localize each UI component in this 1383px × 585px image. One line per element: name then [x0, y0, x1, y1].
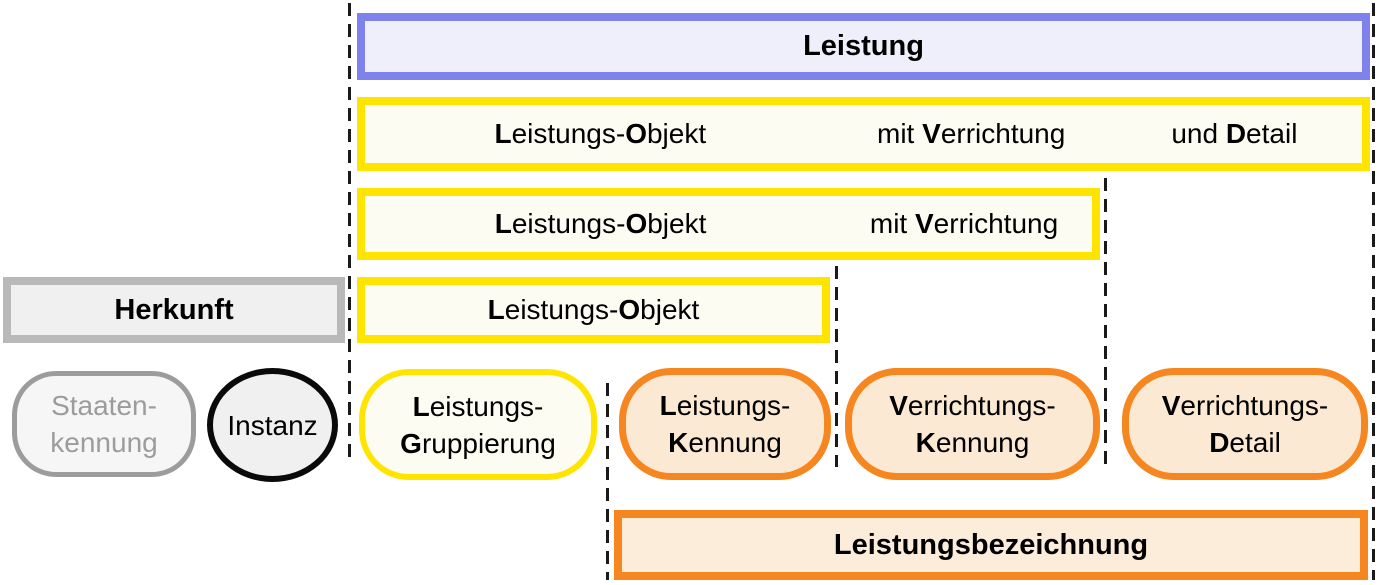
herkunft-bar: Herkunft: [3, 277, 345, 343]
node-verrichtungs-detail: Verrichtungs- Detail: [1122, 368, 1368, 480]
node-staatenkennung: Staaten- kennung: [12, 371, 196, 477]
leistungsbezeichnung-bar-label: Leistungsbezeichnung: [833, 528, 1149, 561]
segment-leistungs-objekt: Leistungs-Objekt: [494, 208, 707, 239]
dashed-separator-3: [835, 266, 838, 467]
node-leistungs-kennung-line2: Kennung: [668, 427, 782, 458]
leistungsbezeichnung-bar: Leistungsbezeichnung: [614, 510, 1368, 580]
node-staatenkennung-line2: kennung: [50, 427, 158, 458]
segment-leistungs-objekt: Leistungs-Objekt: [494, 118, 707, 149]
dashed-separator-2: [606, 383, 609, 580]
leistung-bar-label: Leistung: [803, 30, 924, 62]
dashed-separator-1: [348, 3, 351, 462]
herkunft-bar-label: Herkunft: [114, 293, 234, 326]
bar-leistungs-objekt-mit-verrichtung: Leistungs-Objekt mit Verrichtung: [357, 188, 1100, 260]
node-verrichtungs-kennung-line1: Verrichtungs-: [889, 390, 1056, 421]
node-staatenkennung-line1: Staaten-: [51, 390, 157, 421]
bar-leistungs-objekt: Leistungs-Objekt: [357, 277, 830, 343]
segment-mit-verrichtung: mit Verrichtung: [869, 208, 1059, 239]
node-leistungs-kennung: Leistungs- Kennung: [619, 368, 831, 480]
node-leistungs-kennung-line1: Leistungs-: [659, 390, 791, 421]
node-verrichtungs-kennung: Verrichtungs- Kennung: [845, 368, 1100, 480]
node-leistungs-gruppierung-line2: Gruppierung: [400, 427, 556, 459]
dashed-separator-5: [1372, 3, 1375, 580]
node-instanz: Instanz: [207, 368, 338, 482]
dashed-separator-4: [1104, 178, 1107, 466]
node-verrichtungs-detail-line1: Verrichtungs-: [1161, 390, 1329, 421]
node-verrichtungs-detail-line2: Detail: [1209, 427, 1281, 458]
node-leistungs-gruppierung-line1: Leistungs-: [412, 390, 544, 422]
node-instanz-label: Instanz: [227, 409, 318, 441]
bar-leistungs-objekt-mit-verrichtung-und-detail: Leistungs-Objekt mit Verrichtung und Det…: [357, 97, 1370, 171]
segment-und-detail: und Detail: [1171, 118, 1298, 149]
segment-mit-verrichtung: mit Verrichtung: [877, 118, 1066, 149]
leistung-bar: Leistung: [357, 13, 1370, 80]
node-verrichtungs-kennung-line2: Kennung: [915, 427, 1030, 458]
node-leistungs-gruppierung: Leistungs- Gruppierung: [359, 369, 597, 480]
